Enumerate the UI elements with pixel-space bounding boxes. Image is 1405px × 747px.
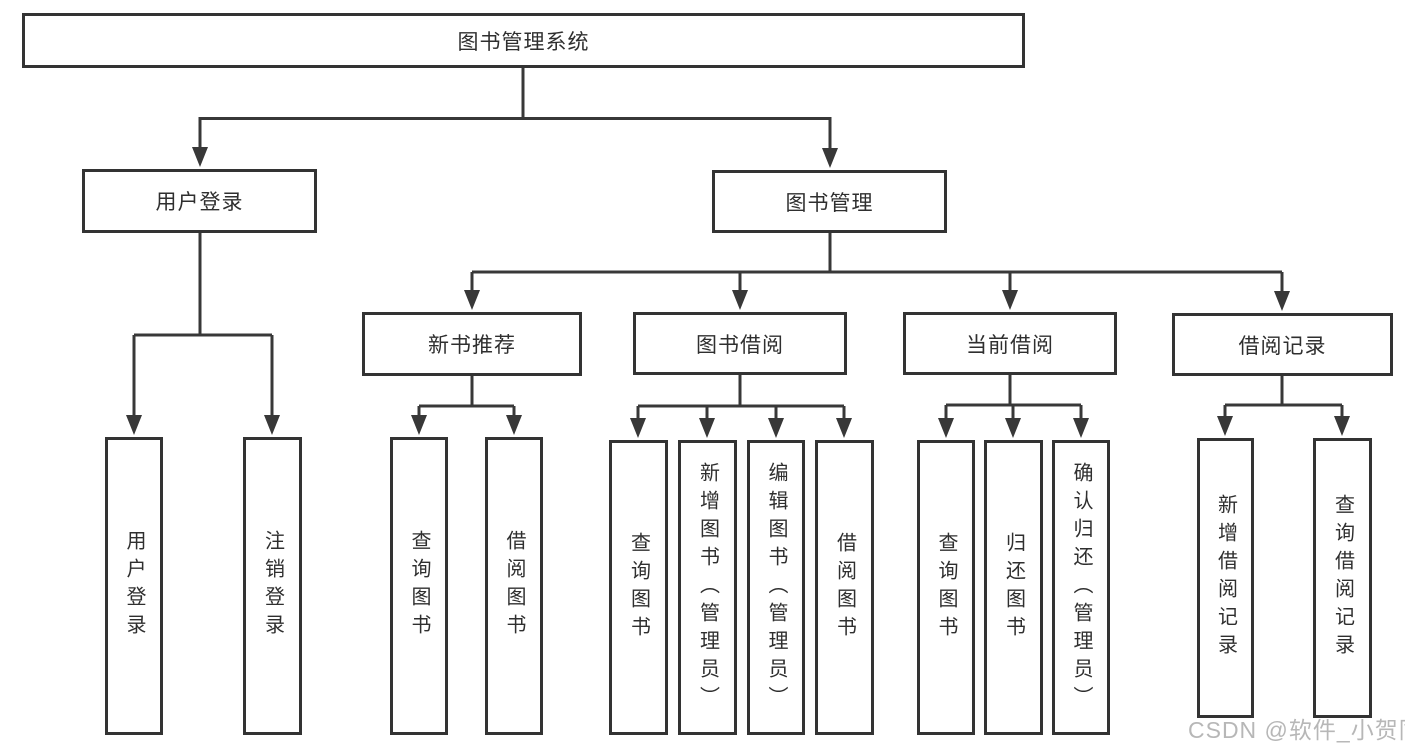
leaf-borrow-books: 借阅图书 xyxy=(815,440,874,735)
node-borrow-records: 借阅记录 xyxy=(1172,313,1393,376)
node-library-system: 图书管理系统 xyxy=(22,13,1025,68)
node-book-management: 图书管理 xyxy=(712,170,947,233)
leaf-user-login: 用户登录 xyxy=(105,437,163,735)
node-book-borrow: 图书借阅 xyxy=(633,312,847,375)
leaf-add-borrow-record: 新增借阅记录 xyxy=(1197,438,1254,718)
leaf-query-borrow-record: 查询借阅记录 xyxy=(1313,438,1372,718)
leaf-query-books: 查询图书 xyxy=(609,440,668,735)
leaf-logout: 注销登录 xyxy=(243,437,302,735)
node-user-login: 用户登录 xyxy=(82,169,317,233)
leaf-add-book-admin: 新增图书（管理员） xyxy=(678,440,737,735)
leaf-borrow-books: 借阅图书 xyxy=(485,437,543,735)
leaf-query-books: 查询图书 xyxy=(390,437,448,735)
node-new-book-recommend: 新书推荐 xyxy=(362,312,582,376)
leaf-return-book: 归还图书 xyxy=(984,440,1043,735)
leaf-edit-book-admin: 编辑图书（管理员） xyxy=(747,440,805,735)
leaf-query-books: 查询图书 xyxy=(917,440,975,735)
csdn-watermark: CSDN @软件_小贺同学 xyxy=(1188,717,1405,743)
leaf-confirm-return-admin: 确认归还（管理员） xyxy=(1052,440,1110,735)
node-current-borrow: 当前借阅 xyxy=(903,312,1117,375)
